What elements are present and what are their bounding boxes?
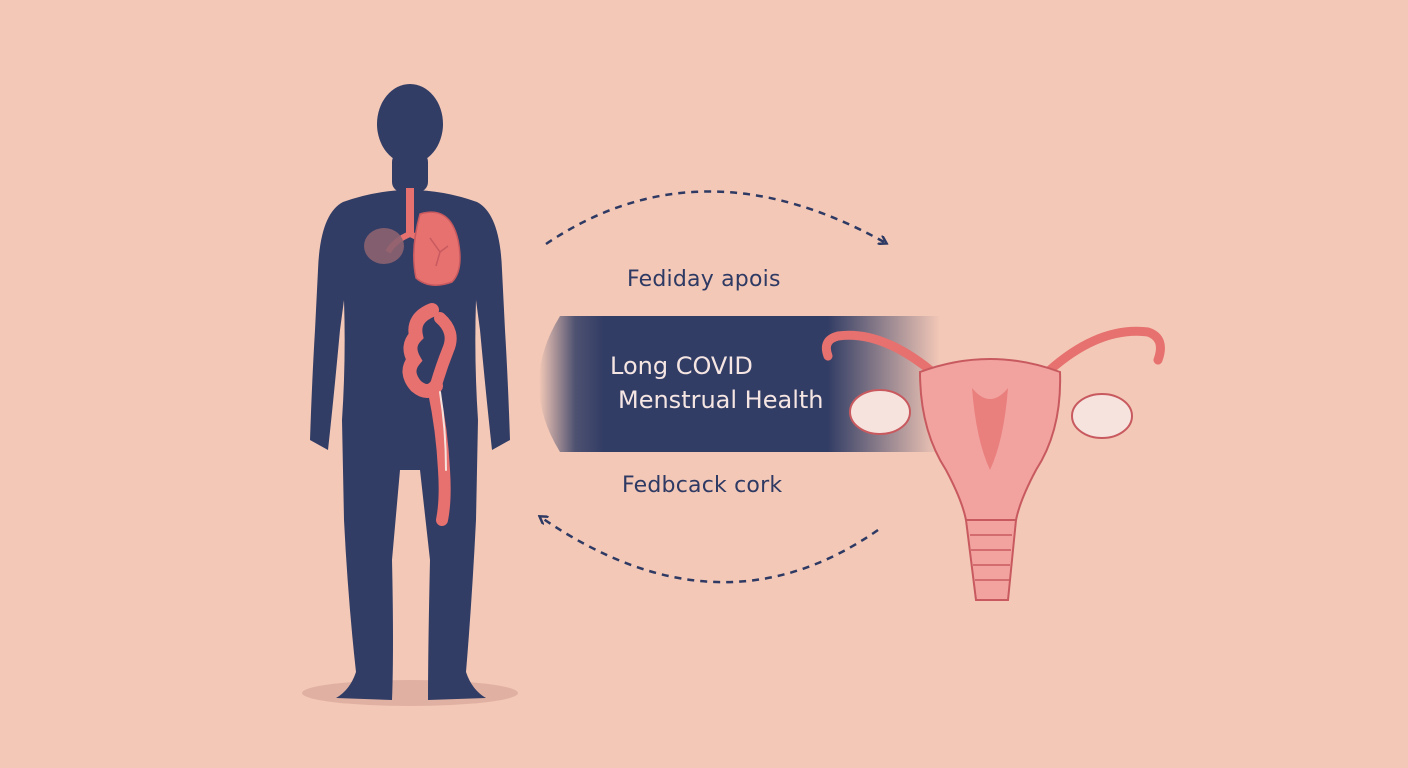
intestines-illustration [402, 303, 457, 526]
human-body-silhouette [310, 84, 510, 700]
band-label-long-covid: Long COVID [610, 352, 753, 380]
lungs-illustration [364, 188, 461, 286]
figure-shadow [302, 680, 518, 706]
right-ovary [1071, 393, 1133, 439]
band-label-menstrual-health: Menstrual Health [618, 386, 824, 414]
top-feedback-label: Fediday apois [627, 267, 781, 292]
bottom-feedback-label: Fedbcack cork [622, 473, 783, 498]
bottom-feedback-arrow [542, 518, 879, 584]
top-feedback-arrow [545, 190, 884, 244]
left-ovary [849, 389, 911, 435]
central-band [539, 316, 940, 452]
uterus-illustration [821, 326, 1165, 601]
